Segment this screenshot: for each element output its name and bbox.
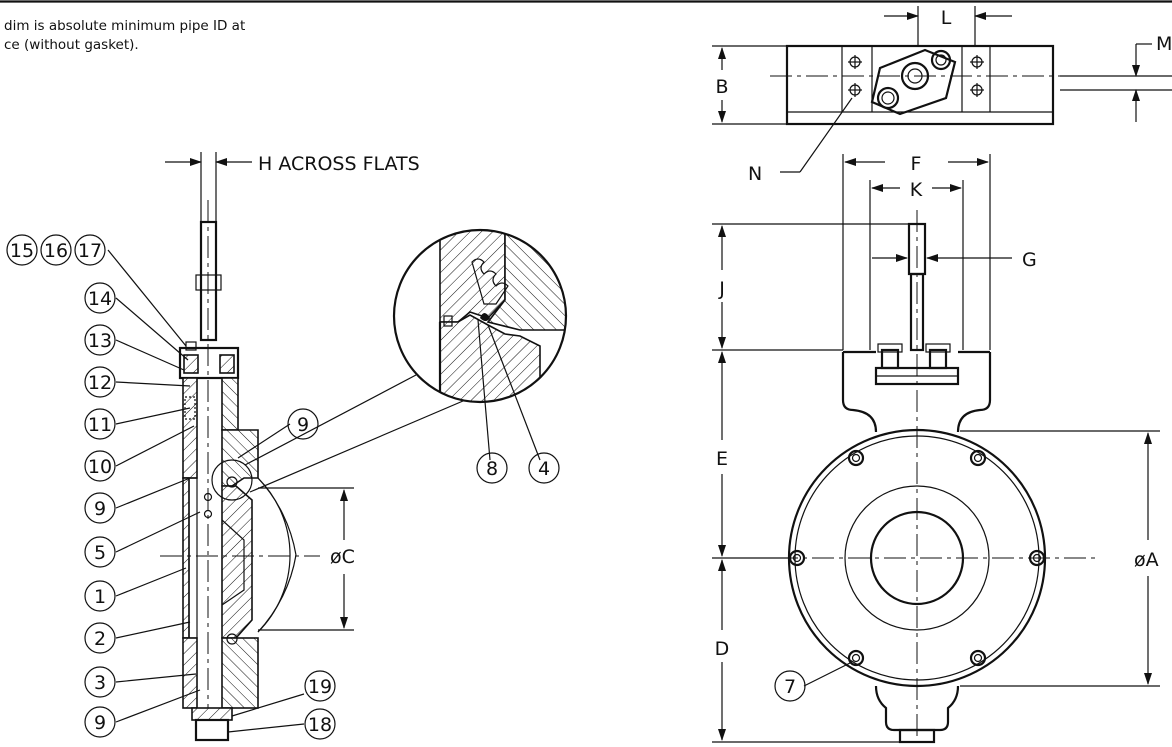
svg-text:17: 17 <box>78 240 102 262</box>
svg-text:13: 13 <box>88 330 112 352</box>
note-line-2: ce (without gasket). <box>4 37 139 53</box>
svg-text:2: 2 <box>94 628 106 650</box>
balloon-17: 17 <box>74 234 106 266</box>
dim-d-label: D <box>715 638 730 660</box>
svg-text:3: 3 <box>94 672 106 694</box>
svg-text:9: 9 <box>94 712 106 734</box>
dim-b-label: B <box>715 76 728 98</box>
balloon-4: 4 <box>528 452 560 484</box>
seal-detail-view <box>392 228 568 461</box>
balloon-10: 10 <box>84 450 116 482</box>
section-view: H ACROSS FLATS <box>160 152 471 742</box>
dim-c-label: øC <box>330 546 355 568</box>
balloon-3: 3 <box>84 666 116 698</box>
dim-f-label: F <box>911 153 922 175</box>
dim-l-label: L <box>941 7 952 29</box>
balloon-9-lower: 9 <box>84 706 116 738</box>
balloon-2: 2 <box>84 622 116 654</box>
svg-text:18: 18 <box>308 714 332 736</box>
svg-text:4: 4 <box>538 458 550 480</box>
svg-text:14: 14 <box>88 288 112 310</box>
front-view: F K G J <box>712 153 1160 744</box>
balloon-5: 5 <box>84 536 116 568</box>
balloon-1: 1 <box>84 580 116 612</box>
section-leaders <box>107 249 305 733</box>
dim-g-label: G <box>1022 249 1037 271</box>
svg-text:10: 10 <box>88 456 112 478</box>
dim-j-label: J <box>718 278 725 300</box>
balloon-14: 14 <box>84 282 116 314</box>
balloon-11: 11 <box>84 408 116 440</box>
svg-text:12: 12 <box>88 372 112 394</box>
svg-text:11: 11 <box>88 414 112 436</box>
svg-text:16: 16 <box>44 240 68 262</box>
balloon-9-upper: 9 <box>84 492 116 524</box>
balloon-19: 19 <box>304 670 336 702</box>
balloon-7: 7 <box>774 670 806 702</box>
svg-text:19: 19 <box>308 676 332 698</box>
note-line-1: dim is absolute minimum pipe ID at <box>4 18 245 34</box>
balloon-8: 8 <box>476 452 508 484</box>
dim-h-label: H ACROSS FLATS <box>258 153 420 175</box>
balloon-18: 18 <box>304 708 336 740</box>
dim-m-label: M <box>1156 33 1172 55</box>
balloon-13: 13 <box>84 324 116 356</box>
dim-k-label: K <box>910 179 923 201</box>
svg-text:8: 8 <box>486 458 498 480</box>
svg-text:5: 5 <box>94 542 106 564</box>
svg-text:9: 9 <box>94 498 106 520</box>
svg-text:15: 15 <box>10 240 34 262</box>
balloon-12: 12 <box>84 366 116 398</box>
balloon-16: 16 <box>40 234 72 266</box>
balloon-9-right: 9 <box>287 408 319 440</box>
dim-a-label: øA <box>1134 549 1159 571</box>
svg-text:1: 1 <box>94 586 106 608</box>
balloon-15: 15 <box>6 234 38 266</box>
plan-view: L B M N <box>712 6 1172 185</box>
svg-text:9: 9 <box>297 414 309 436</box>
dim-e-label: E <box>716 448 728 470</box>
dim-n-label: N <box>748 163 762 185</box>
svg-text:7: 7 <box>784 676 796 698</box>
